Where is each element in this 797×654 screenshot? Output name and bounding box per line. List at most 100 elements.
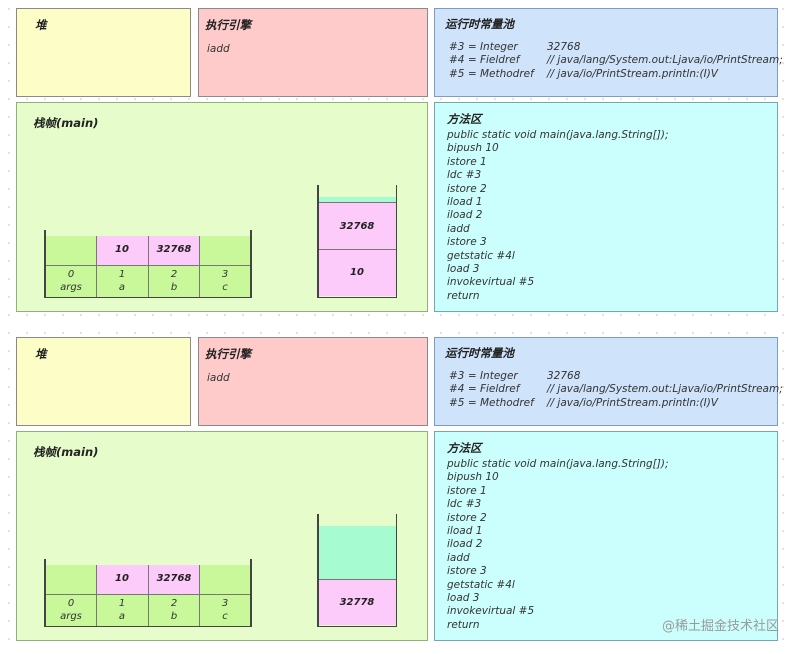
local-slot-index: 1: [118, 598, 126, 609]
runtime-constant-pool-box: 运行时常量池 #3 = Integer 32768 #4 = Fieldref //…: [434, 8, 783, 97]
local-slot-index: 2: [170, 269, 178, 280]
bytecode-line: load 3: [447, 262, 480, 275]
bytecode-line: invokevirtual #5: [447, 605, 535, 618]
execution-engine-title: 执行引擎: [205, 18, 251, 32]
execution-engine-instruction: iadd: [207, 372, 230, 384]
constant-value: // java/io/PrintStream.println:(I)V: [547, 67, 718, 80]
local-slot-0: 0 args: [45, 236, 97, 298]
heap-box: 堆: [16, 337, 191, 426]
method-area-box: 方法区 public static void main(java.lang.St…: [434, 102, 778, 312]
constant-value: 32768: [547, 41, 581, 53]
bytecode-line: iload 1: [447, 195, 483, 208]
heap-box: 堆: [16, 8, 191, 97]
constant-ref: #3 = Integer: [449, 41, 518, 53]
local-slot-value: 10: [115, 573, 129, 584]
local-slot-index: 3: [221, 598, 229, 609]
local-slot-value: 10: [115, 244, 129, 255]
execution-engine-instruction: iadd: [207, 43, 230, 55]
method-area-title: 方法区: [447, 112, 482, 126]
execution-engine-box: 执行引擎 iadd: [198, 8, 428, 97]
local-slot-1: 10 1 a: [96, 565, 148, 627]
bytecode-line: iload 2: [447, 538, 483, 551]
bytecode-line: return: [447, 289, 480, 302]
bytecode-line: return: [447, 618, 480, 631]
bytecode-line: istore 2: [447, 511, 487, 524]
constant-value: // java/io/PrintStream.println:(I)V: [547, 396, 718, 409]
watermark: @稀土掘金技术社区: [661, 619, 779, 634]
local-slot-name: args: [60, 282, 82, 293]
bytecode-line: iload 2: [447, 209, 483, 222]
bytecode-line: bipush 10: [447, 142, 499, 155]
runtime-constant-pool-title: 运行时常量池: [445, 17, 514, 31]
bytecode-list: public static void main(java.lang.String…: [447, 129, 669, 303]
local-slot-name: a: [118, 282, 126, 293]
bytecode-list: public static void main(java.lang.String…: [447, 458, 669, 632]
bytecode-line: istore 1: [447, 155, 487, 168]
bytecode-line: getstatic #4l: [447, 249, 515, 262]
constant-value: // java/lang/System.out:Ljava/io/PrintSt…: [547, 54, 783, 67]
bytecode-line: load 3: [447, 591, 480, 604]
stack-frame-title: 栈帧(main): [33, 445, 99, 459]
execution-engine-title: 执行引擎: [205, 347, 251, 361]
runtime-constant-pool-box: 运行时常量池 #3 = Integer 32768 #4 = Fieldref //…: [434, 337, 783, 426]
bytecode-line: istore 1: [447, 484, 487, 497]
bytecode-line: istore 3: [447, 565, 487, 578]
runtime-constant-pool-title: 运行时常量池: [445, 346, 514, 360]
local-slot-index: 2: [170, 598, 178, 609]
bytecode-line: iload 1: [447, 524, 483, 537]
local-slot-value: 32768: [156, 244, 192, 255]
operand-stack-gap: [318, 526, 396, 579]
method-area-title: 方法区: [447, 441, 482, 455]
bytecode-line: iadd: [447, 551, 470, 564]
constant-ref: #4 = Fieldref: [449, 54, 520, 67]
local-slot-index: 0: [67, 598, 75, 609]
bytecode-line: getstatic #4l: [447, 578, 515, 591]
bytecode-line: ldc #3: [447, 498, 482, 511]
stack-frame-title: 栈帧(main): [33, 116, 99, 130]
local-slot-name: a: [118, 611, 126, 622]
bytecode-line: public static void main(java.lang.String…: [447, 458, 669, 470]
bytecode-line: istore 2: [447, 182, 487, 195]
local-slot-name: c: [222, 282, 228, 293]
bytecode-line: bipush 10: [447, 471, 499, 484]
heap-title: 堆: [35, 347, 47, 361]
local-slot-0: 0 args: [45, 565, 97, 627]
local-slot-2: 32768 2 b: [148, 236, 200, 298]
local-slot-name: c: [222, 611, 228, 622]
local-slot-1: 10 1 a: [96, 236, 148, 298]
local-slot-index: 0: [67, 269, 75, 280]
operand-stack: 32778: [317, 514, 397, 627]
local-slot-index: 1: [118, 269, 126, 280]
constant-value: 32768: [547, 370, 581, 382]
constant-ref: #5 = Methodref: [449, 396, 534, 409]
constant-ref: #5 = Methodref: [449, 67, 534, 80]
heap-title: 堆: [35, 18, 47, 32]
local-slot-value: 32768: [156, 573, 192, 584]
local-slot-2: 32768 2 b: [148, 565, 200, 627]
bytecode-line: iadd: [447, 222, 470, 235]
bytecode-line: ldc #3: [447, 169, 482, 182]
operand-stack-gap: [318, 197, 396, 202]
execution-engine-box: 执行引擎 iadd: [198, 337, 428, 426]
bytecode-line: public static void main(java.lang.String…: [447, 129, 669, 141]
local-slot-index: 3: [221, 269, 229, 280]
method-area-box: 方法区 public static void main(java.lang.St…: [434, 431, 778, 641]
bytecode-line: istore 3: [447, 236, 487, 249]
operand-stack-top: 32768: [318, 202, 396, 250]
local-slot-name: b: [170, 611, 178, 622]
local-slot-name: b: [170, 282, 178, 293]
constant-ref: #4 = Fieldref: [449, 383, 520, 396]
local-slot-name: args: [60, 611, 82, 622]
operand-stack-result: 32778: [318, 579, 396, 625]
operand-stack-bottom: 10: [318, 250, 396, 296]
constant-ref: #3 = Integer: [449, 370, 518, 382]
constant-value: // java/lang/System.out:Ljava/io/PrintSt…: [547, 383, 783, 396]
operand-stack: 32768 10: [317, 185, 397, 298]
bytecode-line: invokevirtual #5: [447, 276, 535, 289]
